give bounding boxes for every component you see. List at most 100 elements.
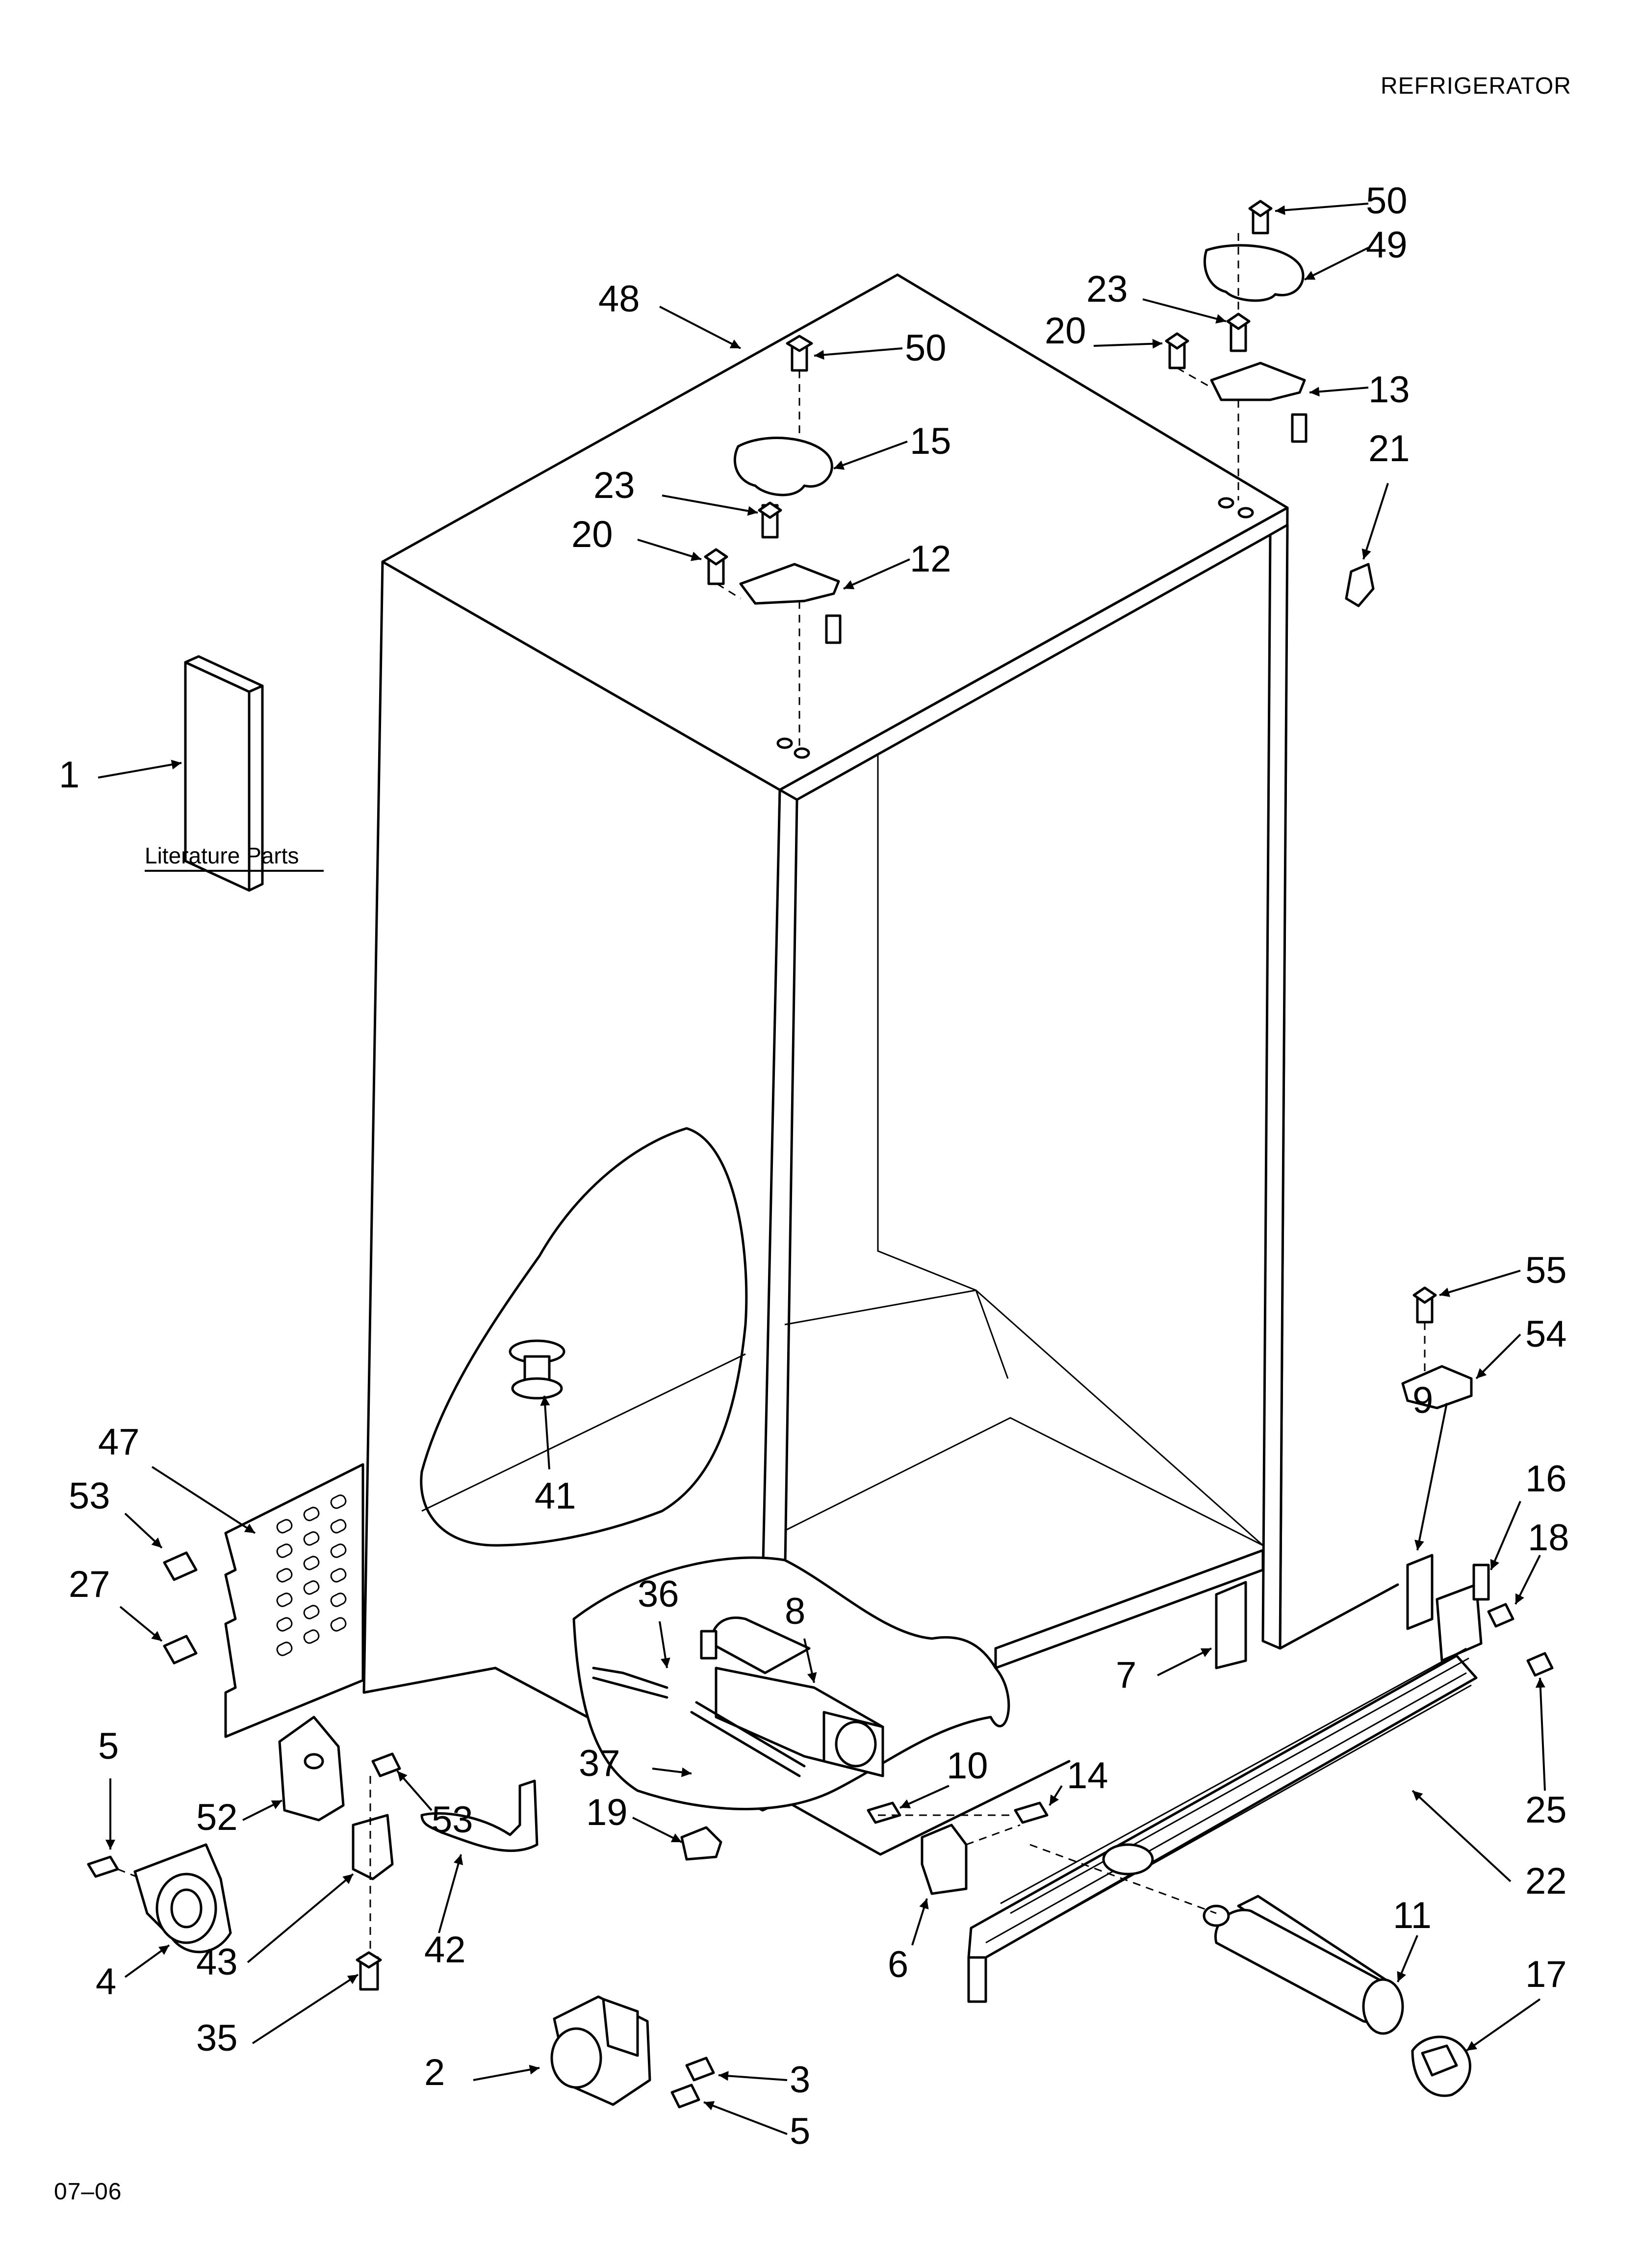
leader-line-50 bbox=[814, 347, 903, 360]
leader-line-37 bbox=[652, 1767, 692, 1777]
callout-label-52: 52 bbox=[196, 1797, 238, 1838]
leader-line-15 bbox=[833, 441, 908, 470]
leader-lines bbox=[98, 203, 1546, 2135]
leader-line-23 bbox=[662, 495, 758, 516]
clip-43-hose-42 bbox=[352, 1776, 539, 1991]
leader-line-18 bbox=[1514, 1555, 1541, 1605]
callout-label-20: 20 bbox=[571, 514, 613, 555]
bracket-52 bbox=[278, 1716, 401, 1822]
leader-line-20 bbox=[637, 539, 702, 561]
leader-line-52 bbox=[242, 1799, 282, 1821]
leader-line-7 bbox=[1157, 1647, 1212, 1676]
cabinet-right-base bbox=[1279, 1583, 1399, 1650]
leader-line-12 bbox=[843, 558, 910, 590]
hinge-pin-16 bbox=[1436, 1583, 1483, 1662]
callout-label-19: 19 bbox=[586, 1792, 628, 1833]
callout-label-50: 50 bbox=[1366, 180, 1408, 222]
leader-line-4 bbox=[124, 1944, 170, 1978]
leader-line-1 bbox=[98, 759, 182, 779]
clip-6 bbox=[921, 1824, 968, 1895]
connector-19 bbox=[680, 1826, 722, 1861]
leader-line-41 bbox=[540, 1395, 550, 1470]
leader-line-36 bbox=[659, 1621, 670, 1668]
leader-line-2 bbox=[473, 2064, 540, 2081]
callout-label-20: 20 bbox=[1045, 310, 1086, 352]
callout-label-8: 8 bbox=[785, 1590, 805, 1632]
top-hinge-left-group bbox=[704, 335, 842, 759]
toe-grille-22 bbox=[967, 1647, 1478, 2003]
callout-label-7: 7 bbox=[1116, 1654, 1136, 1696]
callout-label-54: 54 bbox=[1525, 1313, 1567, 1355]
callout-label-12: 12 bbox=[910, 538, 951, 580]
leader-line-17 bbox=[1465, 1998, 1541, 2052]
callout-label-53: 53 bbox=[69, 1475, 110, 1517]
callout-label-15: 15 bbox=[910, 420, 951, 462]
callout-label-53: 53 bbox=[432, 1799, 473, 1841]
callout-label-5: 5 bbox=[98, 1725, 119, 1767]
hinge-plate-9 bbox=[1406, 1554, 1434, 1630]
leader-line-49 bbox=[1304, 247, 1369, 281]
callout-label-23: 23 bbox=[593, 465, 635, 506]
date-code: 07–06 bbox=[54, 2179, 122, 2205]
literature-parts-book bbox=[184, 655, 264, 892]
leader-line-50 bbox=[1275, 203, 1369, 215]
leader-line-10 bbox=[899, 1785, 949, 1809]
callout-label-11: 11 bbox=[1393, 1895, 1432, 1936]
callout-labels: 1485015232012504923201321555491618252211… bbox=[59, 180, 1569, 2152]
callout-label-17: 17 bbox=[1525, 1954, 1567, 1995]
callout-label-3: 3 bbox=[790, 2059, 810, 2101]
leader-line-53 bbox=[396, 1770, 433, 1811]
leader-line-14 bbox=[1049, 1785, 1063, 1806]
callout-label-21: 21 bbox=[1368, 428, 1410, 469]
leader-line-6 bbox=[911, 1898, 929, 1946]
hinge-bracket-54 bbox=[1401, 1365, 1473, 1409]
tube-37 bbox=[695, 1701, 806, 1768]
callout-label-48: 48 bbox=[598, 278, 640, 320]
hinge-plate-13 bbox=[1210, 362, 1306, 401]
cabinet-bottom-rail bbox=[994, 1549, 1264, 1669]
leader-line-22 bbox=[1411, 1790, 1512, 1882]
callout-label-27: 27 bbox=[69, 1564, 110, 1605]
leader-line-27 bbox=[119, 1606, 163, 1642]
leader-line-43 bbox=[247, 1873, 354, 1963]
page-title: REFRIGERATOR bbox=[1381, 73, 1571, 99]
callout-label-37: 37 bbox=[579, 1743, 620, 1784]
hinge-cover-49 bbox=[1203, 244, 1305, 302]
leader-line-25 bbox=[1535, 1677, 1546, 1791]
filter-cap-17 bbox=[1411, 2035, 1471, 2097]
water-filter-11 bbox=[1203, 1895, 1404, 2035]
leader-line-19 bbox=[632, 1817, 682, 1843]
hinge-cover-15 bbox=[733, 437, 833, 496]
cabinet-right-stile bbox=[1261, 523, 1289, 1650]
bottom-hinge-right-group bbox=[1401, 1286, 1554, 1677]
leader-line-53 bbox=[124, 1512, 163, 1549]
cutaway-left bbox=[420, 1127, 748, 1547]
hinge-assembly-2 bbox=[550, 1995, 715, 2109]
top-hinge-right-group bbox=[1165, 200, 1375, 607]
callout-label-6: 6 bbox=[888, 1944, 908, 1985]
leader-line-21 bbox=[1361, 483, 1389, 560]
callout-label-42: 42 bbox=[424, 1929, 466, 1971]
base-bracket bbox=[1215, 1581, 1247, 1669]
callout-label-36: 36 bbox=[638, 1573, 679, 1615]
callout-label-43: 43 bbox=[196, 1941, 238, 1983]
callout-label-16: 16 bbox=[1525, 1458, 1567, 1500]
leader-line-47 bbox=[151, 1466, 256, 1534]
leader-line-8 bbox=[803, 1638, 817, 1683]
callout-label-35: 35 bbox=[196, 2017, 238, 2059]
callout-label-18: 18 bbox=[1528, 1517, 1569, 1559]
leader-line-3 bbox=[718, 2071, 788, 2081]
callout-label-5: 5 bbox=[790, 2111, 810, 2152]
tube-36 bbox=[592, 1667, 668, 1689]
callout-label-50: 50 bbox=[905, 327, 947, 369]
leader-line-54 bbox=[1475, 1333, 1521, 1380]
callout-label-1: 1 bbox=[59, 754, 79, 796]
plug-21 bbox=[1345, 563, 1375, 607]
leader-line-11 bbox=[1397, 1935, 1418, 1982]
liner-bottom bbox=[784, 1417, 1263, 1546]
leader-line-5 bbox=[703, 2101, 788, 2135]
callout-label-23: 23 bbox=[1086, 268, 1128, 310]
callout-label-2: 2 bbox=[424, 2052, 445, 2093]
